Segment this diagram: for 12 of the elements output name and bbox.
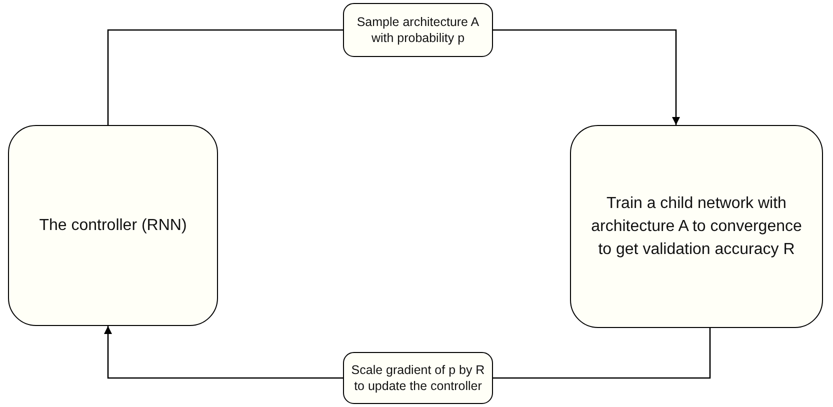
node-text: Sample architecture A with probability p — [356, 14, 480, 46]
node-text: Scale gradient of p by R to update the controller — [350, 362, 486, 394]
connector-line — [107, 29, 343, 125]
node-text: The controller (RNN) — [38, 216, 188, 236]
edge-label-box — [343, 3, 493, 57]
process-box — [8, 125, 218, 326]
arrow — [104, 326, 343, 379]
arrow — [493, 29, 680, 125]
node-text: Train a child network with architecture A to convergence to get validation accuracy R — [590, 194, 803, 260]
process-box — [570, 125, 823, 328]
edge-label-box — [343, 352, 493, 404]
connector-line — [493, 328, 711, 379]
